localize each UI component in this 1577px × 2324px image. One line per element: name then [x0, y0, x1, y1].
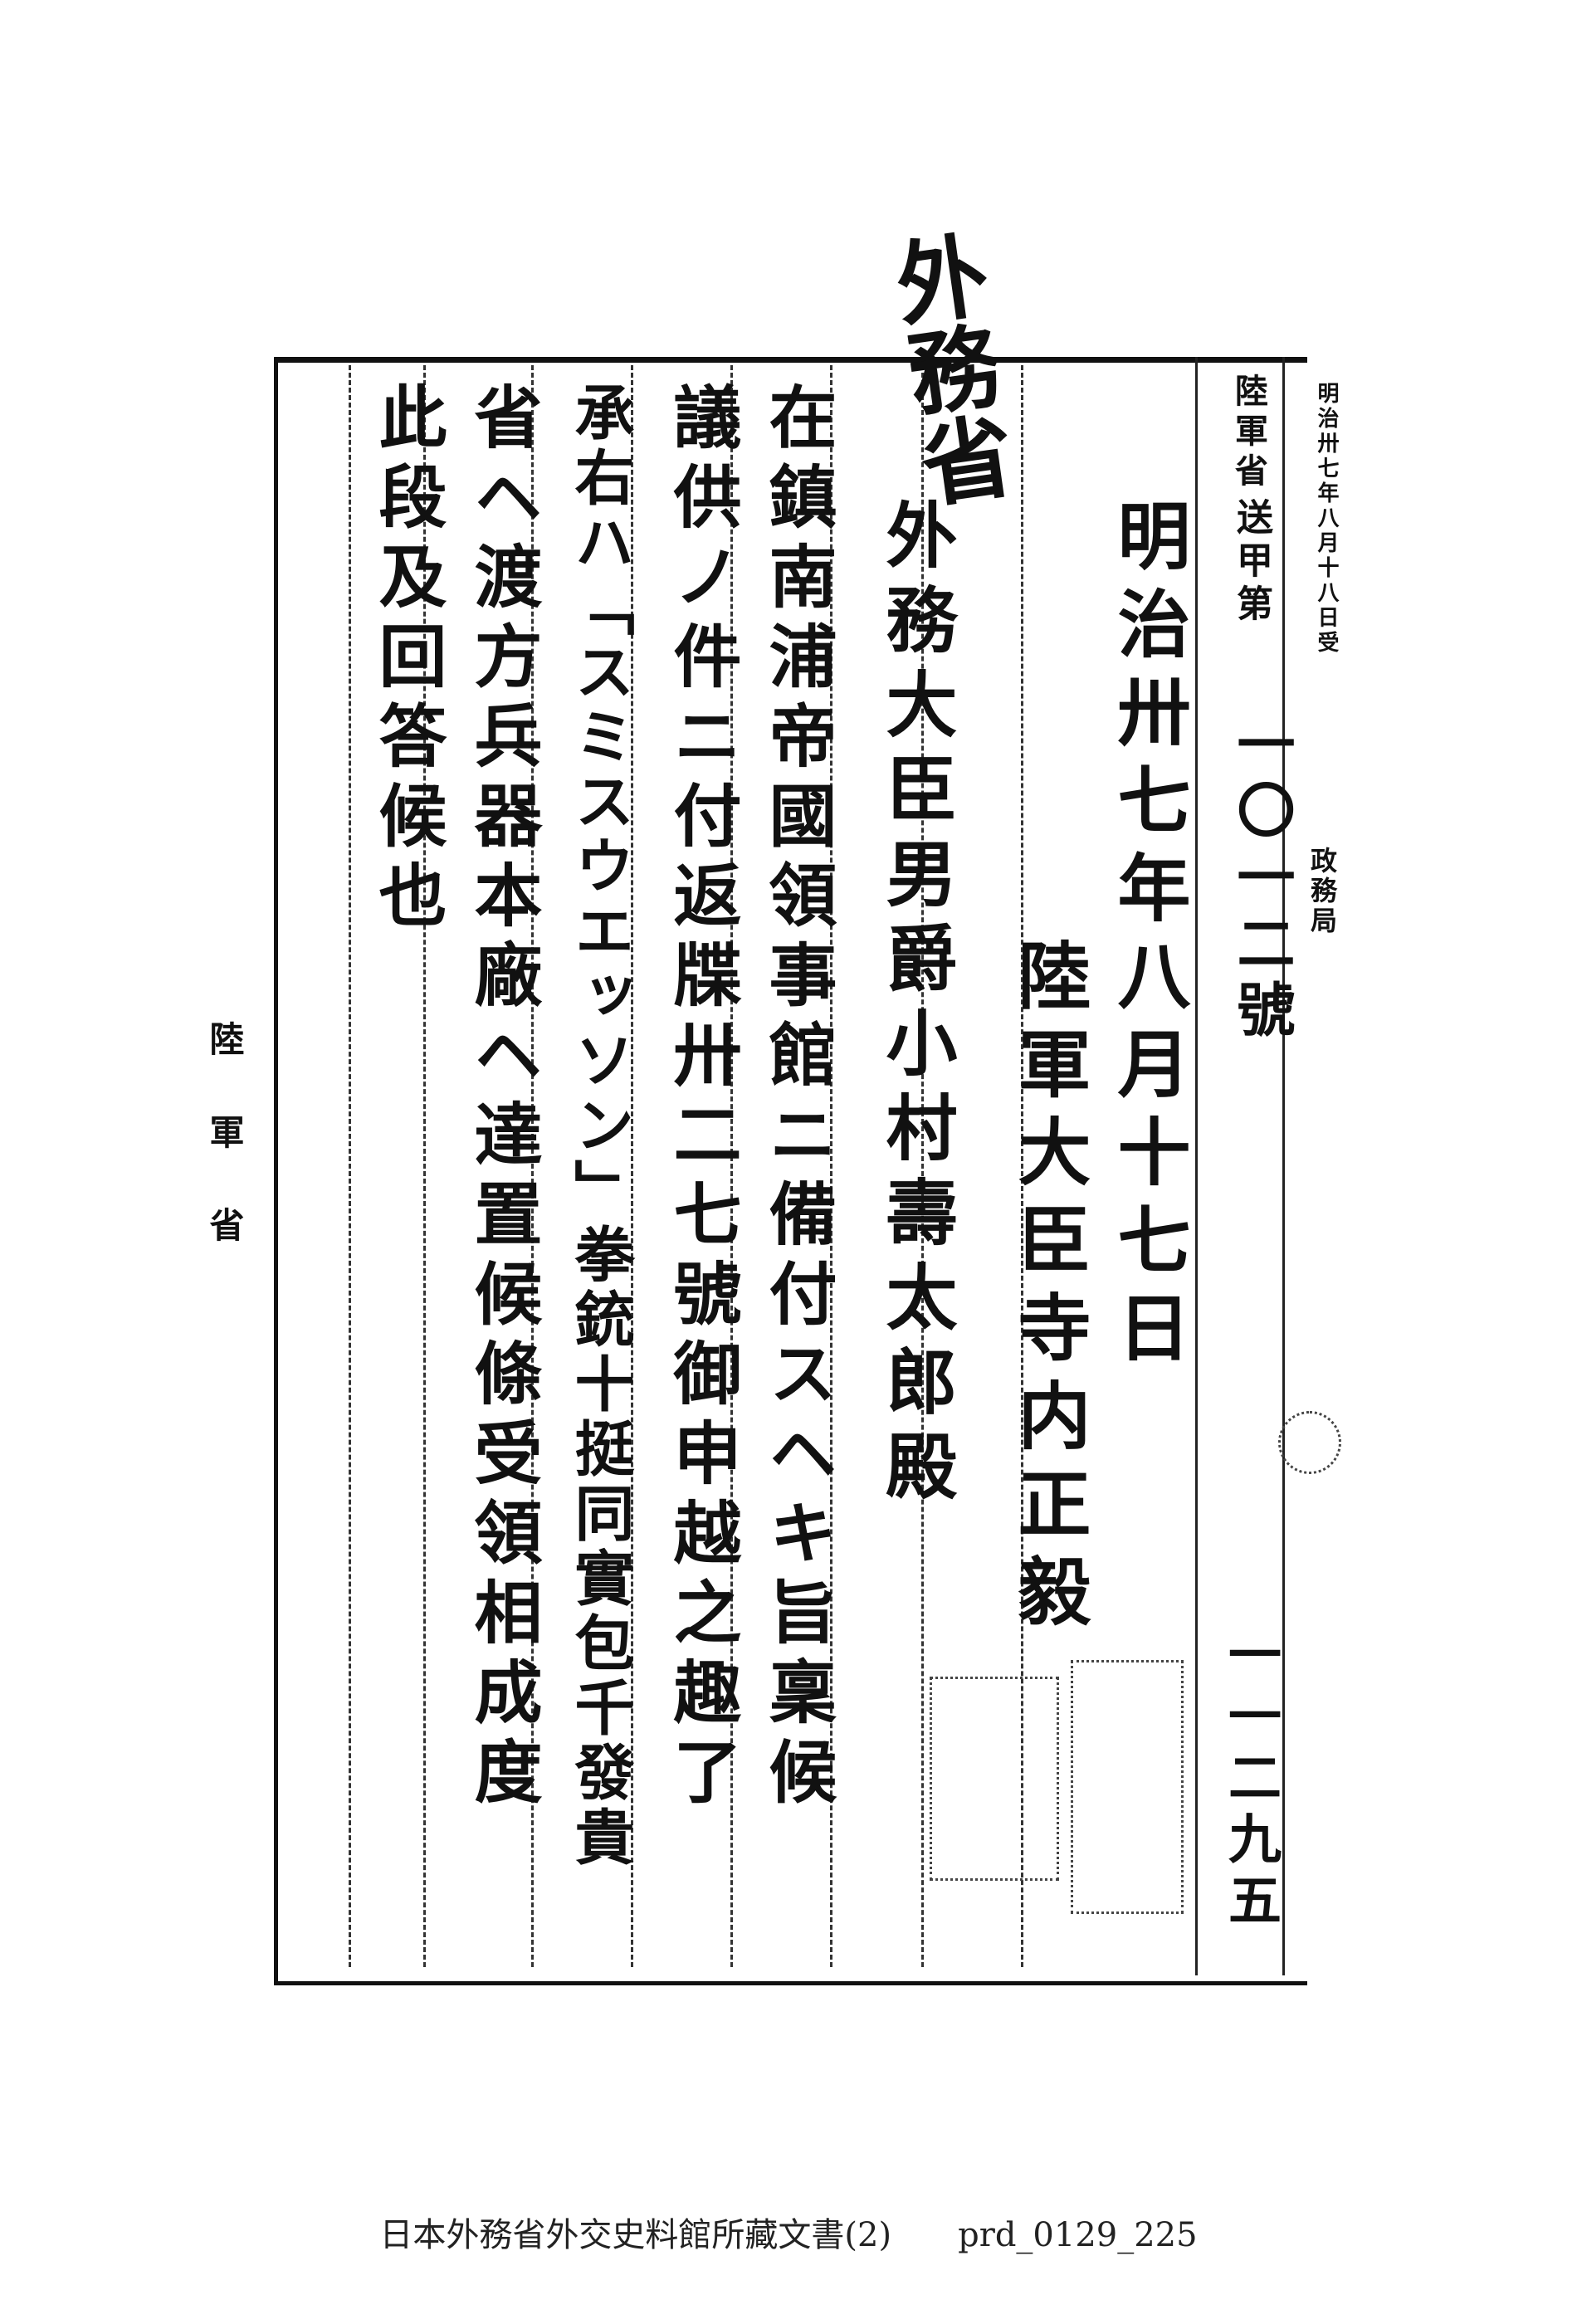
- sender-name: 陸軍大臣寺内正毅: [1006, 938, 1091, 1642]
- body-line: 此段及回答候也: [367, 382, 446, 940]
- seal-stamp: [930, 1677, 1059, 1881]
- column-rule: [1195, 357, 1198, 1975]
- body-line: 議供ノ件ニ付返牒卅二七號御申越之趣了: [662, 382, 740, 1816]
- doc-type: 送甲第: [1230, 498, 1272, 627]
- document-date: 明治卅七年八月十七日: [1106, 498, 1191, 1378]
- column-rule: [423, 365, 426, 1967]
- doc-number: 一〇一二號: [1228, 714, 1296, 1046]
- column-rule: [1282, 357, 1285, 1975]
- seal-stamp: [1278, 1411, 1341, 1474]
- column-rule: [830, 365, 832, 1967]
- column-rule: [730, 365, 733, 1967]
- page-footer: 日本外務省外交史料館所藏文書(2) prd_0129_225: [0, 2208, 1577, 2256]
- body-line: 承右ハ「スミスウエッソン」拳銃十挺同實包千發貴: [564, 382, 634, 1871]
- bureau-note: 政務局: [1306, 847, 1338, 936]
- seal-stamp: [1071, 1660, 1184, 1914]
- edge-receipt-note: 明治卅七年八月十八日受: [1314, 382, 1339, 656]
- recipient-header: 外務大臣男爵小村壽太郎殿: [873, 498, 956, 1514]
- receipt-number: 一一二九五: [1219, 1627, 1281, 1934]
- column-rule: [349, 365, 351, 1967]
- column-rule: [631, 365, 633, 1967]
- left-margin-label: 陸軍省: [204, 1021, 245, 1300]
- body-line: 在鎮南浦帝國領事館ニ備付スヘキ旨稟候: [757, 382, 836, 1816]
- archive-caption: 日本外務省外交史料館所藏文書(2): [379, 2216, 892, 2254]
- column-rule: [921, 365, 924, 1967]
- column-rule: [1021, 365, 1023, 1967]
- ministry-header: 陸軍省: [1229, 374, 1268, 493]
- body-line: 省ヘ渡方兵器本廠ヘ達置候條受領相成度: [462, 382, 541, 1816]
- document-frame: [274, 357, 1307, 1985]
- document-id: prd_0129_225: [958, 2216, 1198, 2254]
- column-rule: [531, 365, 534, 1967]
